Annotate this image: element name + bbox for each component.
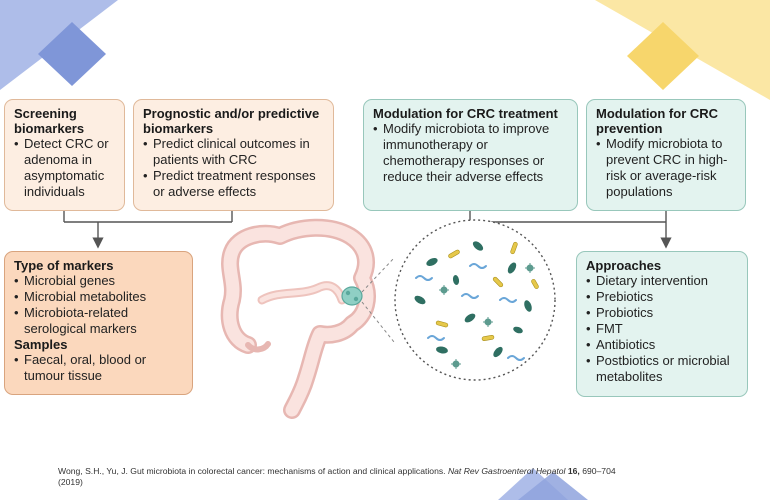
colon-illustration (220, 218, 395, 419)
list-item: Microbial metabolites (14, 289, 184, 305)
list-item: Microbiota-related serological markers (14, 305, 184, 337)
tumour-icon (341, 286, 363, 306)
decorative-shape-yellow-top-right (595, 0, 770, 100)
decorative-shape-blue-bottom (498, 468, 588, 500)
crc-prevention-title: Modulation for CRC prevention (596, 106, 719, 136)
list-item: Microbial genes (14, 273, 184, 289)
list-item: Modify microbiota to improve immunothera… (373, 121, 569, 185)
approaches-title: Approaches (586, 258, 662, 273)
list-item: Probiotics (586, 305, 739, 321)
list-item: Predict treatment responses or adverse e… (143, 168, 325, 200)
list-item: FMT (586, 321, 739, 337)
list-item: Modify microbiota to prevent CRC in high… (596, 136, 737, 200)
diagram-illustration (63, 211, 672, 419)
list-item: Antibiotics (586, 337, 739, 353)
crc-prevention-list: Modify microbiota to prevent CRC in high… (596, 136, 737, 200)
list-item: Dietary intervention (586, 273, 739, 289)
decorative-shape-blue-top-left (0, 0, 118, 90)
microbiota-circle (394, 219, 556, 381)
citation-authors: Wong, S.H., Yu, J. Gut microbiota in col… (58, 466, 446, 476)
citation-pages: 690–704 (582, 466, 616, 476)
type-of-markers-box: Type of markers Microbial genes Microbia… (4, 251, 193, 395)
citation: Wong, S.H., Yu, J. Gut microbiota in col… (58, 466, 738, 488)
screening-biomarkers-box: Screening biomarkers Detect CRC or adeno… (4, 99, 125, 211)
citation-year: (2019) (58, 477, 83, 487)
crc-treatment-title: Modulation for CRC treatment (373, 106, 558, 121)
samples-title: Samples (14, 337, 68, 352)
samples-list: Faecal, oral, blood or tumour tissue (14, 352, 184, 384)
list-item: Prebiotics (586, 289, 739, 305)
crc-treatment-box: Modulation for CRC treatment Modify micr… (363, 99, 578, 211)
list-item: Detect CRC or adenoma in asymptomatic in… (14, 136, 116, 200)
crc-treatment-list: Modify microbiota to improve immunothera… (373, 121, 569, 185)
screening-biomarkers-title: Screening biomarkers (14, 106, 85, 136)
list-item: Faecal, oral, blood or tumour tissue (14, 352, 184, 384)
prognostic-biomarkers-list: Predict clinical outcomes in patients wi… (143, 136, 325, 200)
citation-journal: Nat Rev Gastroenterol Hepatol (447, 466, 566, 476)
list-item: Predict clinical outcomes in patients wi… (143, 136, 325, 168)
crc-prevention-box: Modulation for CRC prevention Modify mic… (586, 99, 746, 211)
type-of-markers-list: Microbial genes Microbial metabolites Mi… (14, 273, 184, 337)
type-of-markers-title: Type of markers (14, 258, 114, 273)
left-connector-arrow (63, 211, 233, 249)
approaches-box: Approaches Dietary intervention Prebioti… (576, 251, 748, 397)
screening-biomarkers-list: Detect CRC or adenoma in asymptomatic in… (14, 136, 116, 200)
list-item: Postbiotics or microbial metabolites (586, 353, 739, 385)
approaches-list: Dietary intervention Prebiotics Probioti… (586, 273, 739, 385)
citation-volume: 16, (567, 466, 580, 476)
prognostic-biomarkers-title: Prognostic and/or predictive biomarkers (143, 106, 320, 136)
prognostic-biomarkers-box: Prognostic and/or predictive biomarkers … (133, 99, 334, 211)
